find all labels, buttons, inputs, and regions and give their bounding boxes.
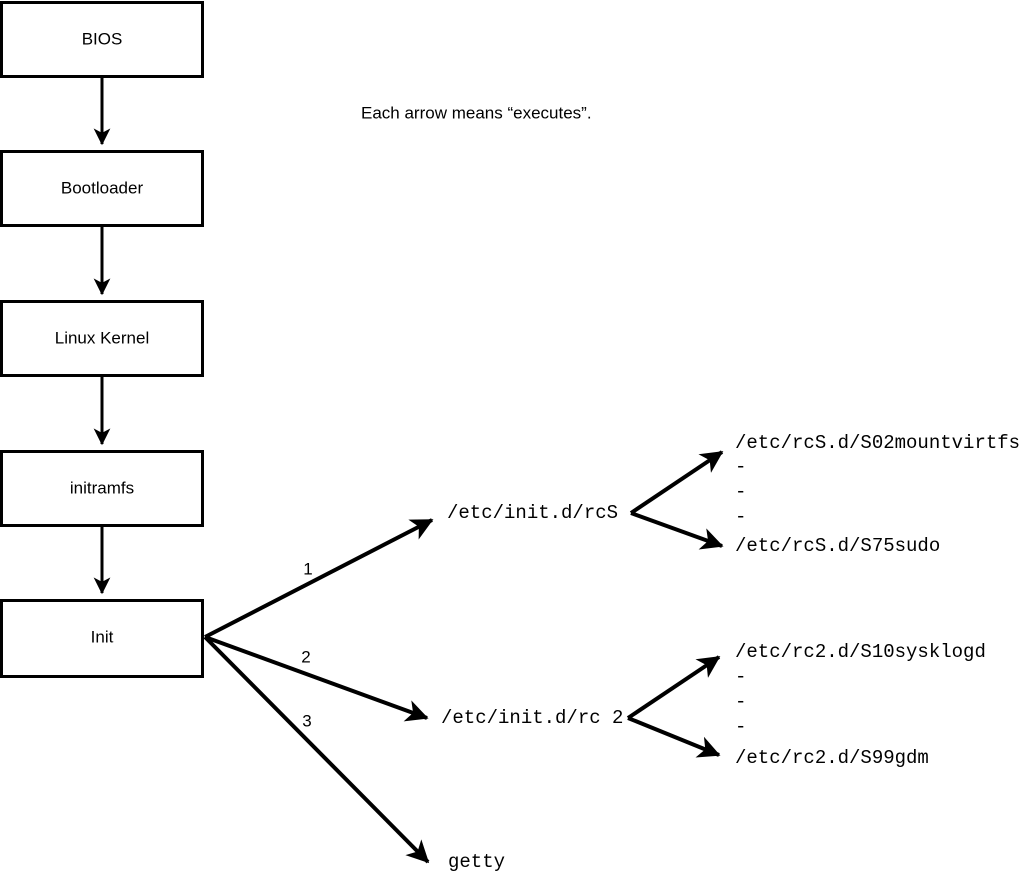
arrow-init-to-getty <box>203 635 430 864</box>
rc2-ellipsis-dash-3: - <box>735 716 746 738</box>
arrow-rcs-to-first-script <box>629 450 724 515</box>
rcs-ellipsis-dash-1: - <box>735 456 746 478</box>
box-bios-label: BIOS <box>82 29 123 48</box>
box-bios-rect <box>0 1 204 78</box>
arrow-rcs-to-last-script <box>630 511 724 550</box>
label-etc-init-d-rcs: /etc/init.d/rcS <box>447 502 618 524</box>
edge-number-3: 3 <box>302 711 311 730</box>
box-bootloader-rect <box>0 150 204 227</box>
arrow-rc2-to-first-script <box>626 655 721 720</box>
box-bootloader-label: Bootloader <box>61 178 144 197</box>
box-init-label: Init <box>91 627 114 646</box>
box-initramfs[interactable]: initramfs <box>0 450 204 527</box>
box-bootloader[interactable]: Bootloader <box>0 150 204 227</box>
box-linux-kernel-rect <box>0 300 204 377</box>
label-rc2-first-script: /etc/rc2.d/S10sysklogd <box>735 641 986 663</box>
rc2-ellipsis-dash-1: - <box>735 666 746 688</box>
label-rc2-last-script: /etc/rc2.d/S99gdm <box>735 747 929 769</box>
edge-number-2: 2 <box>301 647 310 666</box>
box-init-rect <box>0 599 204 678</box>
box-linux-kernel-label: Linux Kernel <box>55 328 150 347</box>
rc2-ellipsis-dash-2: - <box>735 691 746 713</box>
arrow-rc2-to-last-script <box>627 716 721 758</box>
label-getty: getty <box>448 851 505 873</box>
box-bios[interactable]: BIOS <box>0 1 204 78</box>
rcs-ellipsis-dash-2: - <box>735 481 746 503</box>
label-etc-init-d-rc-2: /etc/init.d/rc 2 <box>441 707 623 729</box>
box-initramfs-label: initramfs <box>70 478 134 497</box>
label-rcs-first-script: /etc/rcS.d/S02mountvirtfs <box>735 432 1020 454</box>
box-initramfs-rect <box>0 450 204 527</box>
box-init[interactable]: Init <box>0 599 204 678</box>
box-linux-kernel[interactable]: Linux Kernel <box>0 300 204 377</box>
arrow-init-to-rc2 <box>204 635 429 722</box>
arrow-init-to-rcs <box>204 518 434 639</box>
legend-note: Each arrow means “executes”. <box>361 103 592 122</box>
label-rcs-last-script: /etc/rcS.d/S75sudo <box>735 535 940 557</box>
edge-number-1: 1 <box>303 559 312 578</box>
rcs-ellipsis-dash-3: - <box>735 506 746 528</box>
